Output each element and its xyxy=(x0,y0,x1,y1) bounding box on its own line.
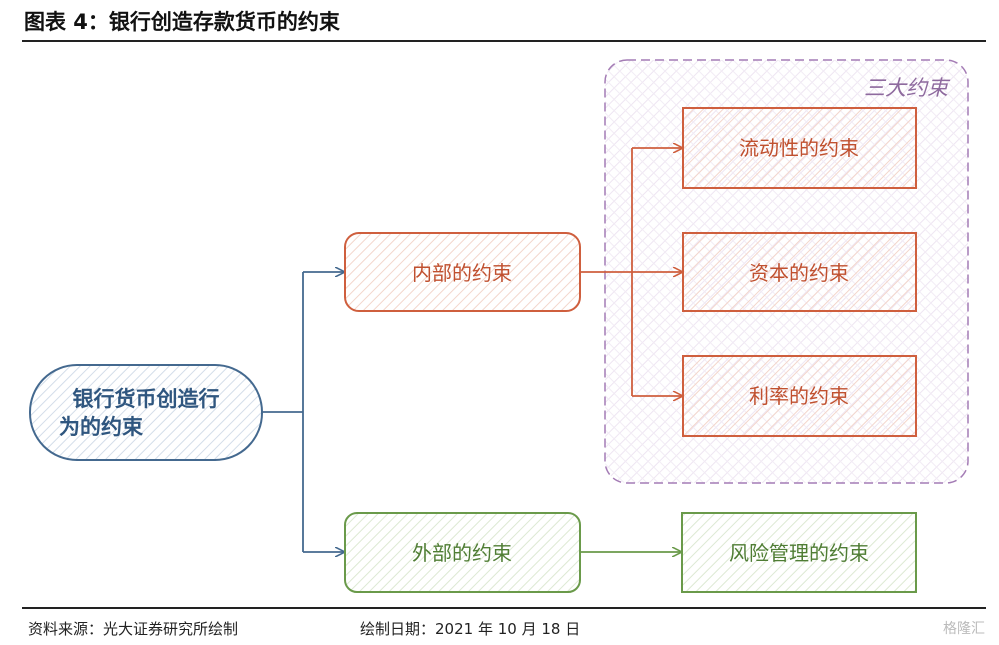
watermark: 格隆汇 xyxy=(943,621,985,637)
internal-node: 内部的约束 xyxy=(344,232,581,312)
root-label-line2: 为的约束 xyxy=(59,415,144,439)
risk-management-node: 风险管理的约束 xyxy=(681,512,917,593)
interest-rate-label: 利率的约束 xyxy=(749,384,849,408)
capital-node: 资本的约束 xyxy=(682,232,917,312)
top-divider xyxy=(22,40,986,42)
risk-management-label: 风险管理的约束 xyxy=(729,541,869,565)
capital-label: 资本的约束 xyxy=(749,261,849,285)
internal-label: 内部的约束 xyxy=(412,261,512,285)
root-connectors xyxy=(262,272,344,552)
source-note: 资料来源：光大证券研究所绘制 xyxy=(28,620,239,638)
group-label: 三大约束 xyxy=(864,76,951,100)
external-label: 外部的约束 xyxy=(412,541,512,565)
bottom-divider xyxy=(22,607,986,609)
interest-rate-node: 利率的约束 xyxy=(682,355,917,437)
root-node: 银行货币创造行 为的约束 xyxy=(29,364,263,461)
date-note: 绘制日期：2021 年 10 月 18 日 xyxy=(360,620,581,638)
figure-title: 图表 4：银行创造存款货币的约束 xyxy=(24,10,340,34)
external-node: 外部的约束 xyxy=(344,512,581,593)
internal-connectors xyxy=(580,148,682,396)
liquidity-label: 流动性的约束 xyxy=(739,136,859,160)
root-label-line1: 银行货币创造行 xyxy=(73,387,220,411)
liquidity-node: 流动性的约束 xyxy=(682,107,917,189)
